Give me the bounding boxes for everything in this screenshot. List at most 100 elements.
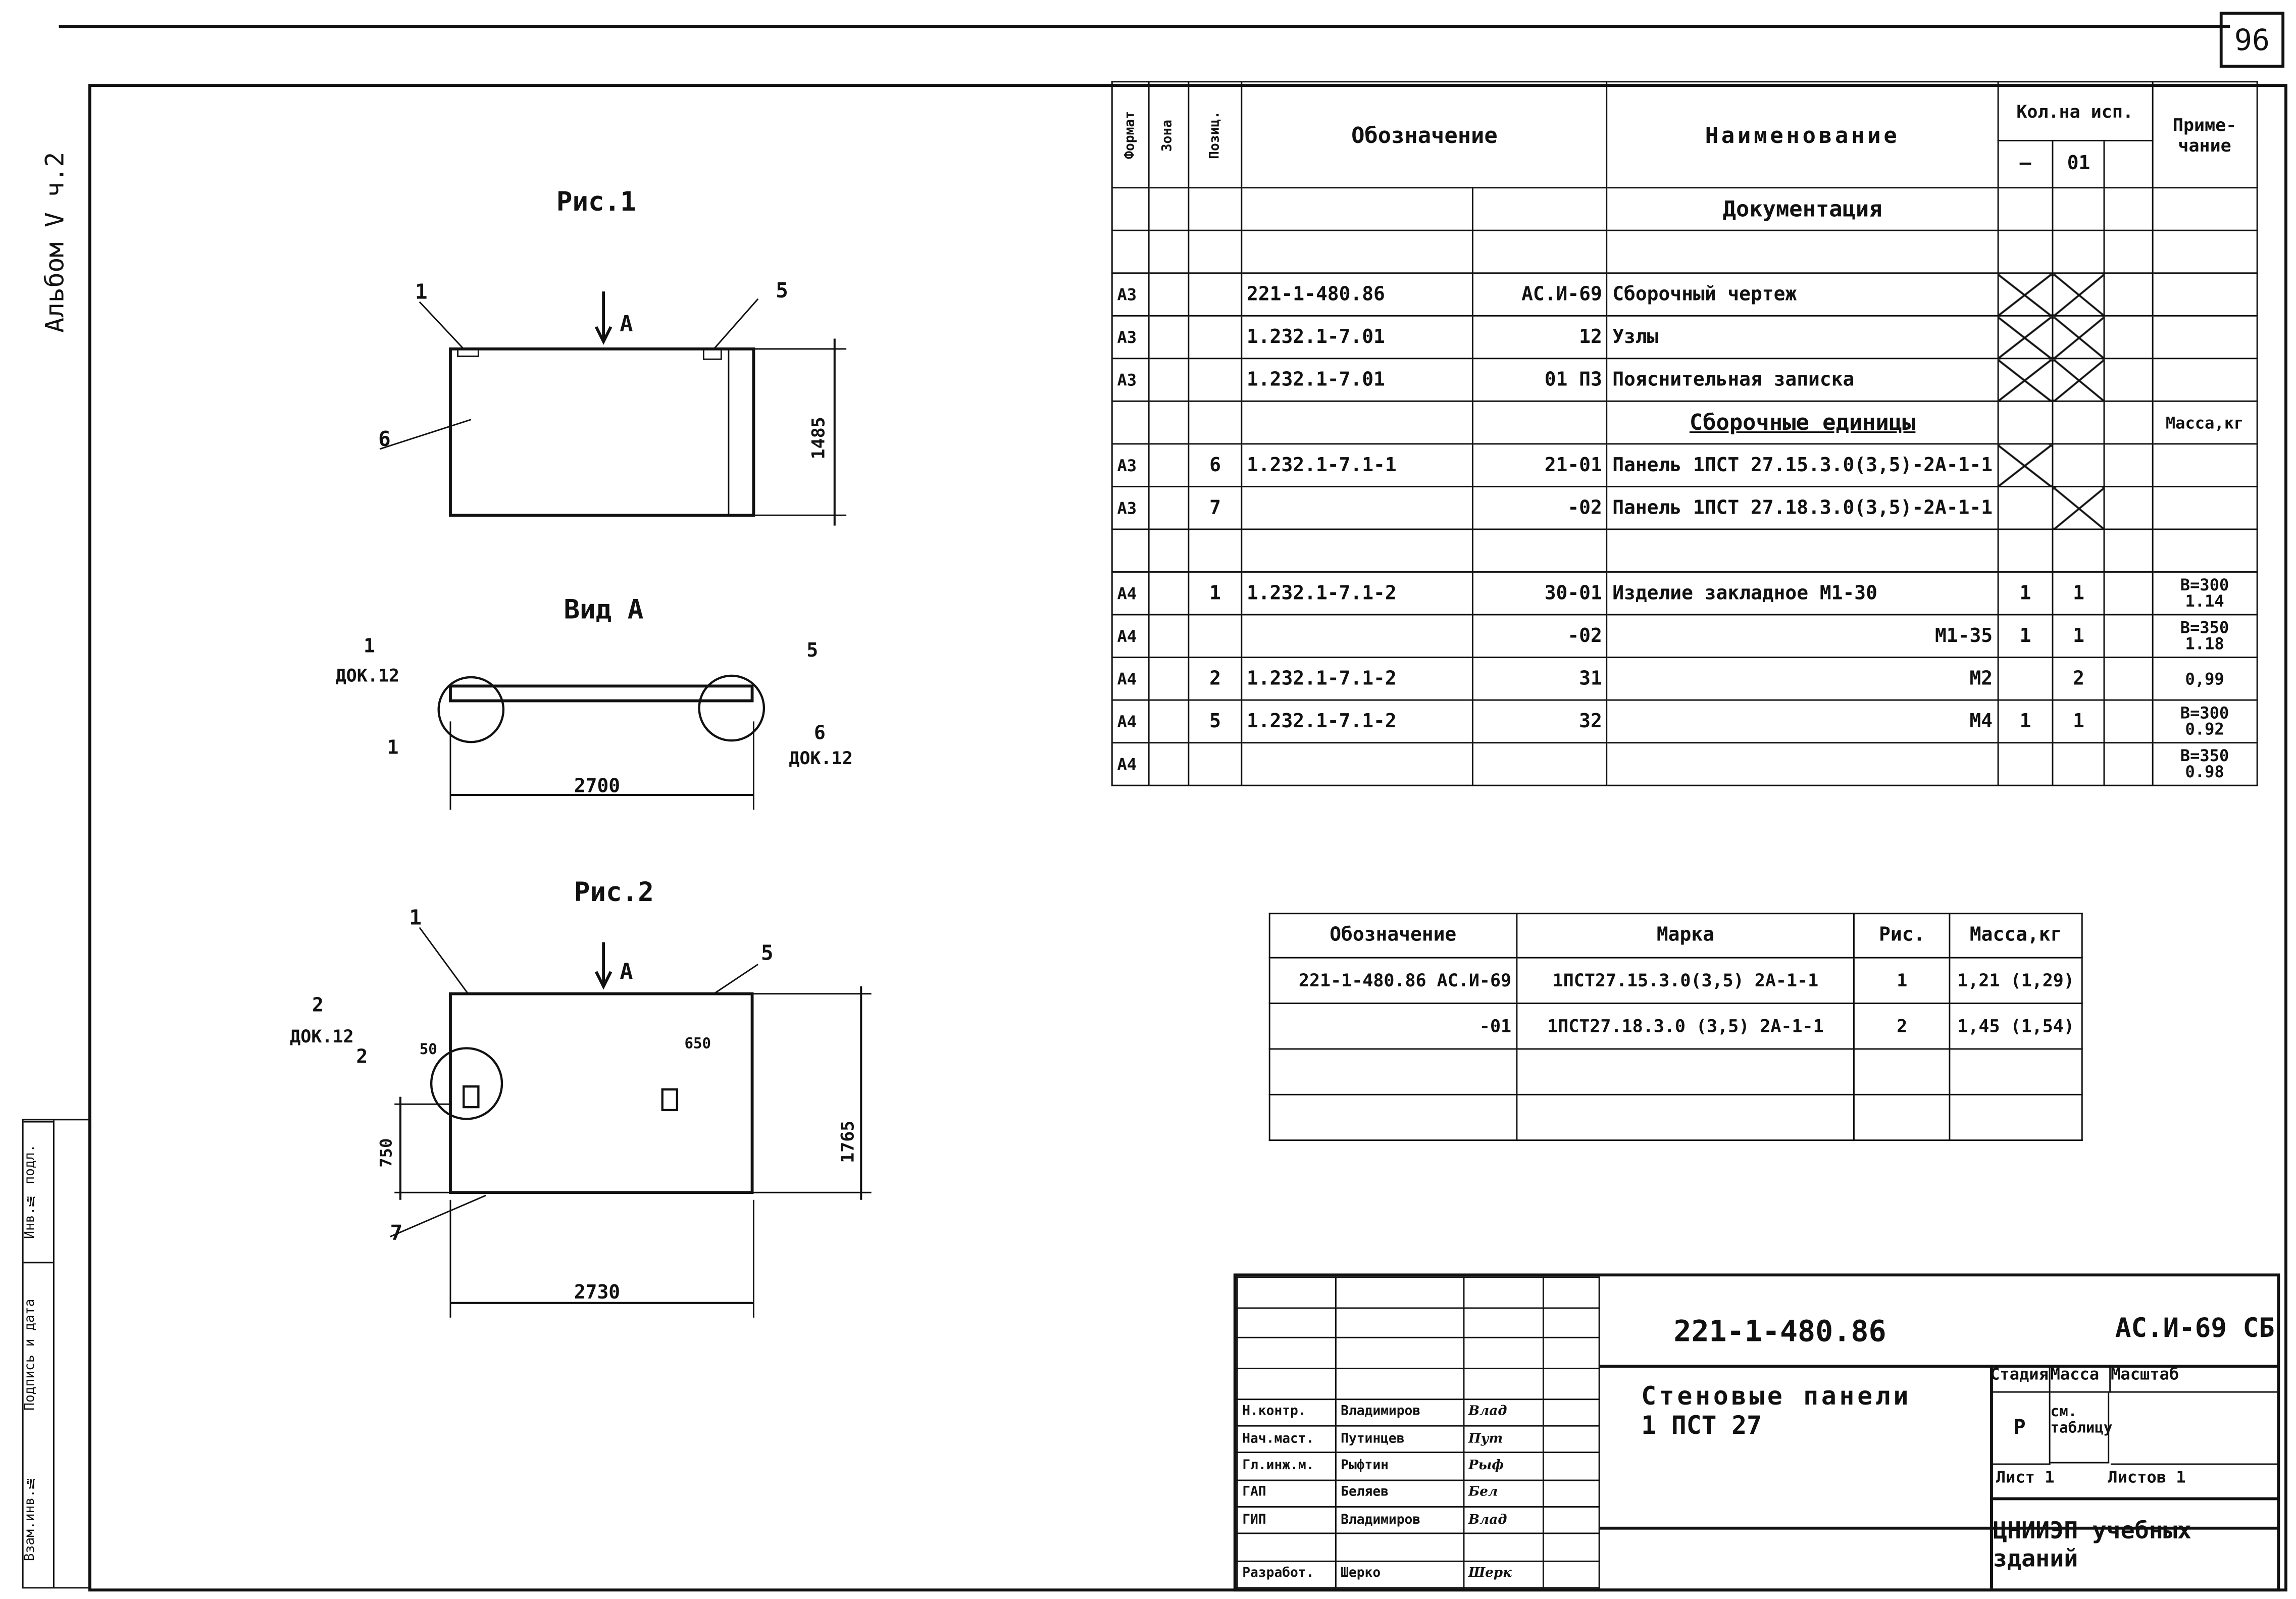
spec-cell-format: А3 [1111,443,1149,487]
signature-name [1335,1533,1464,1562]
marks-cell [1949,1093,2083,1141]
spec-cell-note: Масса,кг [2151,400,2258,445]
spec-cell-qty-extra [2103,485,2153,530]
spec-cell-qty-01: 1 [2052,614,2105,659]
spec-cell-zone [1147,571,1190,616]
svg-text:1485: 1485 [808,417,829,459]
spec-cell-position: 5 [1188,699,1243,744]
header-qty-01: 01 [2052,139,2105,189]
spec-cell-qty-base [1997,187,2054,231]
spec-cell-zone [1147,272,1190,317]
spec-cell-position: 6 [1188,443,1243,487]
doc-title: Стеновые панели 1 ПСТ 27 [1600,1365,2277,1586]
signature-signature: Влад [1462,1506,1545,1535]
svg-text:2700: 2700 [574,774,620,796]
doc-title-line2: 1 ПСТ 27 [1641,1412,1762,1441]
spec-row: А4 В=350 0.98 [1111,742,2258,786]
spec-cell-note [2151,187,2258,231]
svg-text:6: 6 [814,721,826,743]
spec-cell-format [1111,187,1149,231]
spec-cell-qty-base [1997,229,2054,274]
spec-cell-qty-extra [2103,358,2153,402]
spec-cell-designation [1241,742,1474,786]
spec-cell-qty-extra [2103,229,2153,274]
spec-cell-designation: 1.232.1-7.1-2 [1241,571,1474,616]
svg-text:6: 6 [378,427,391,451]
marks-cell [1515,1093,1855,1141]
spec-cell-designation [1241,229,1474,274]
spec-cell-qty-01: 1 [2052,699,2105,744]
signature-name: Беляев [1335,1479,1464,1508]
spec-cell-name [1606,528,1999,573]
svg-text:2730: 2730 [574,1281,620,1303]
spec-cell-qty-extra [2103,443,2153,487]
signature-name: Рыфтин [1335,1452,1464,1481]
spec-cell-qty-01 [2052,742,2105,786]
signature-name: Путинцев [1335,1425,1464,1454]
signature-role: Нач.маст. [1236,1425,1337,1454]
spec-cell-zone [1147,358,1190,402]
side-stamp: Инв.№ подл. Подпись и дата Взам.инв.№ [22,1119,91,1589]
marks-row [1268,1093,2083,1141]
spec-cell-position [1188,229,1243,274]
spec-cell-designation-suffix: 21-01 [1472,443,1608,487]
spec-cell-format: А4 [1111,742,1149,786]
marks-cell: 221-1-480.86 АС.И-69 [1268,957,1517,1005]
doc-title-line1: Стеновые панели [1641,1382,1912,1412]
svg-text:5: 5 [776,278,788,303]
spec-cell-qty-base [1997,528,2054,573]
specification-table: Формат Зона Позиц. Обозначение Наименова… [1111,81,2258,786]
organization-logo: ЦНИИЭП учебных зданий [1990,1497,2280,1589]
spec-cell-name: Узлы [1606,315,1999,360]
spec-cell-designation-suffix: 32 [1472,699,1608,744]
spec-cell-designation: 1.232.1-7.01 [1241,315,1474,360]
marks-cell: 1ПСТ27.15.3.0(3,5) 2А-1-1 [1515,957,1855,1005]
spec-cell-qty-base [1997,358,2054,402]
signature-role [1236,1533,1337,1562]
spec-cell-format [1111,400,1149,445]
spec-cell-designation [1241,187,1474,231]
spec-cell-position: 2 [1188,657,1243,701]
spec-row [1111,528,2258,573]
marks-header: Рис. [1854,913,1951,959]
spec-cell-note: В=350 0.98 [2151,742,2258,786]
spec-cell-designation: 1.232.1-7.1-2 [1241,699,1474,744]
spec-cell-qty-01 [2052,443,2105,487]
spec-cell-zone [1147,400,1190,445]
spec-cell-qty-base [1997,315,2054,360]
svg-text:50: 50 [420,1040,437,1058]
svg-text:1: 1 [364,634,375,657]
svg-text:7: 7 [390,1220,402,1244]
spec-cell-designation: 1.232.1-7.01 [1241,358,1474,402]
marks-cell: 2 [1854,1003,1951,1050]
spec-cell-qty-01: 2 [2052,657,2105,701]
spec-cell-position [1188,528,1243,573]
fig1-title: Рис.1 [556,186,636,217]
spec-cell-designation-suffix: -02 [1472,485,1608,530]
spec-cell-qty-extra [2103,742,2153,786]
album-label: Альбом V ч.2 [41,152,71,334]
svg-text:5: 5 [761,941,774,965]
spec-cell-format: А3 [1111,272,1149,317]
spec-cell-designation: 221-1-480.86 [1241,272,1474,317]
spec-cell-qty-01 [2052,528,2105,573]
spec-cell-designation-suffix [1472,528,1608,573]
svg-text:ДОК.12: ДОК.12 [290,1027,353,1047]
svg-text:750: 750 [376,1138,395,1168]
spec-cell-name [1606,742,1999,786]
sheets-label: Листов 1 [2108,1468,2186,1487]
spec-cell-position: 1 [1188,571,1243,616]
spec-cell-qty-base [1997,742,2054,786]
